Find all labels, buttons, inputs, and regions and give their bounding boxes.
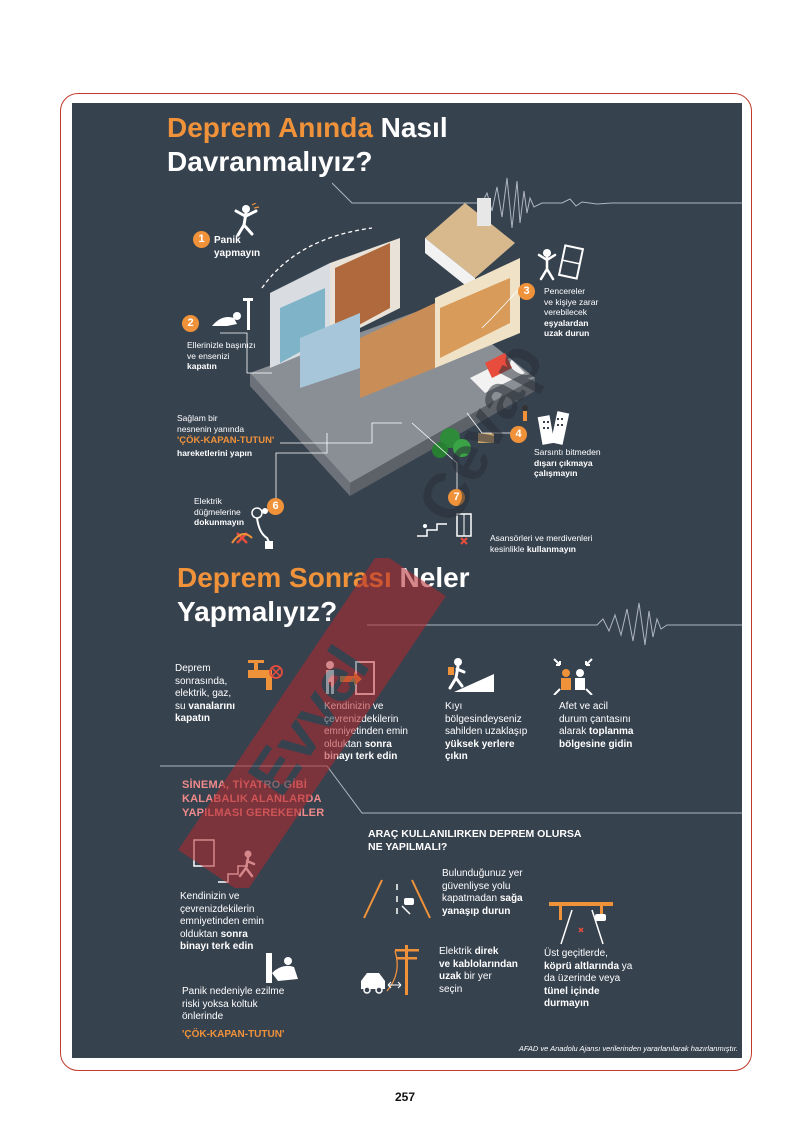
page-number: 257 xyxy=(394,1090,416,1104)
road-side-icon xyxy=(363,879,431,919)
dashed-arc xyxy=(261,227,373,289)
power-line-icon xyxy=(361,945,419,995)
elevator-stairs-icon xyxy=(417,513,472,545)
step-number-7: 7 xyxy=(448,489,465,506)
drop-cover-hold-icon xyxy=(266,953,298,983)
car-3-text: Üst geçitlerde, köprü altlarında ya da ü… xyxy=(544,948,633,1009)
high-ground-icon xyxy=(448,658,494,692)
seismograph-line-top xyxy=(332,177,742,229)
gathering-area-icon xyxy=(553,658,593,695)
seismograph-line-bottom xyxy=(367,602,742,646)
panic-person-icon xyxy=(234,203,260,237)
connector-lines xyxy=(220,287,521,503)
step-number-1: 1 xyxy=(193,231,210,248)
title-during-quake: Deprem Anında Nasıl Davranmalıyız? xyxy=(167,112,448,177)
step-number-4: 4 xyxy=(510,426,527,443)
step-number-6: 6 xyxy=(267,498,284,515)
house-illustration xyxy=(250,198,535,496)
infographic-panel: Deprem Anında Nasıl Davranmalıyız? xyxy=(72,103,742,1058)
page-frame xyxy=(60,93,752,1071)
cover-head-person-icon xyxy=(212,298,253,330)
electric-switch-icon xyxy=(231,507,273,549)
watermark-text-cevap: Cevap xyxy=(403,330,557,533)
title-after-quake: Deprem Sonrası Neler Yapmalıyız? xyxy=(177,562,470,627)
collapsing-building-icon xyxy=(537,411,570,445)
car-2-text: Elektrik direk ve kablolarından uzak bir… xyxy=(439,946,518,995)
bridge-icon xyxy=(549,902,613,945)
step-number-2: 2 xyxy=(182,315,199,332)
falling-objects-icon xyxy=(537,244,585,281)
source-credit: AFAD ve Anadolu Ajansı verilerinden yara… xyxy=(518,1044,738,1053)
valve-icon xyxy=(248,660,283,690)
watermark-text: Cevap xyxy=(403,330,557,533)
watermark-stamp: Evvel xyxy=(178,558,446,888)
step-number-3: 3 xyxy=(518,283,535,300)
